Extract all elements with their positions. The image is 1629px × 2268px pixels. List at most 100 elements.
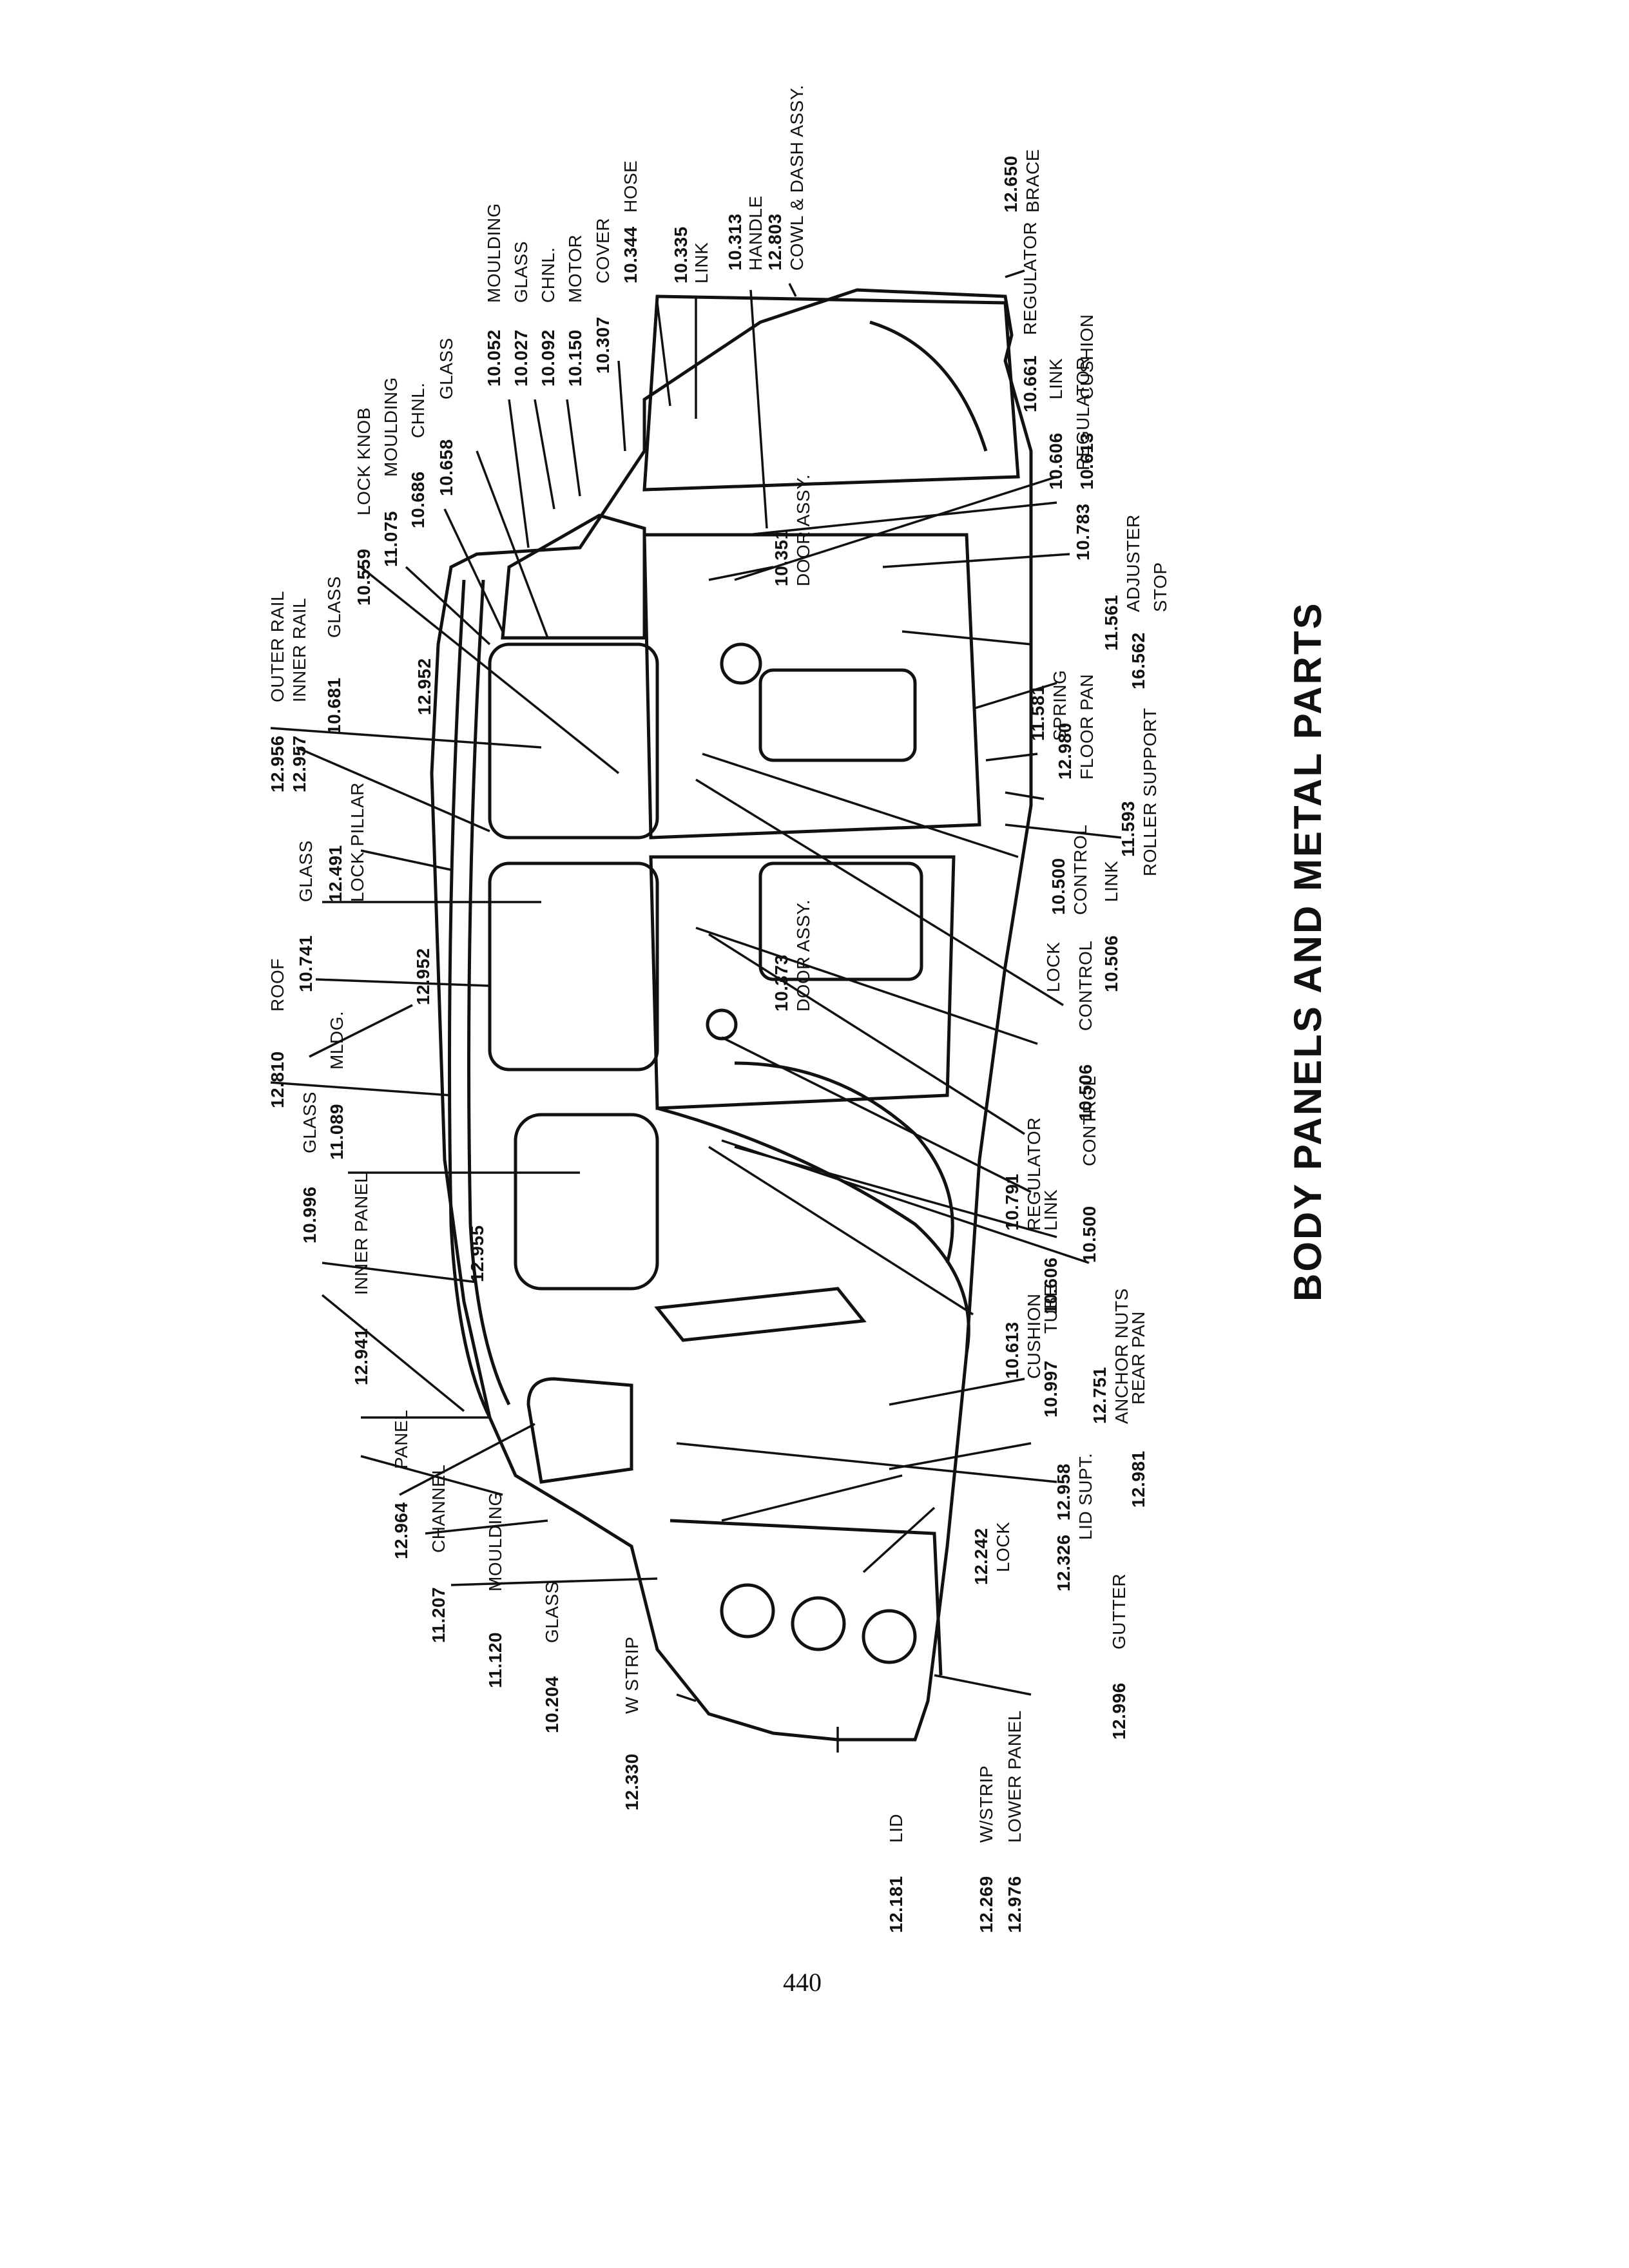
callout-number: 12.964 [391,1502,411,1559]
callout-number: 11.207 [429,1587,448,1643]
callout-number: 12.181 [886,1876,906,1933]
callout-number: 12.810 [267,1051,287,1108]
callout-name: LID [886,1814,906,1843]
callout-number: 12.330 [622,1753,642,1811]
callout-number: 10.559 [354,548,374,606]
callout-number: 12.491 [325,845,345,902]
callout-number: 12.242 [971,1528,991,1585]
callout-name: MOTOR [565,235,585,303]
callout-number: 10.351 [771,529,791,586]
callout-name: COVER [593,218,613,284]
callout-number: 12.952 [413,948,433,1005]
callout-name: REGULATOR [1024,1117,1044,1231]
callout-name: GUTTER [1109,1573,1129,1649]
callout-name: TUBE [1041,1284,1061,1334]
callout-number: 12.981 [1128,1450,1148,1508]
callout-name: REAR PAN [1128,1311,1148,1405]
callout-name: GLASS [300,1091,320,1153]
callout-labels: 12.650 BRACE 12.803 COWL & DASH ASSY. 10… [267,84,1170,1933]
callout-name: CONTROL [1075,941,1095,1031]
callout-name: PANEL [391,1410,411,1469]
callout-name: ADJUSTER [1123,514,1143,612]
callout-name: ROOF [267,958,287,1012]
callout-number: 10.027 [511,329,531,387]
callout-name: ANCHOR NUTS [1112,1288,1132,1424]
callout-name: LINK [1041,1189,1061,1231]
callout-number: 10.613 [1077,432,1097,490]
callout-number: 11.120 [485,1632,505,1688]
callout-number: 10.791 [1002,1173,1022,1231]
callout-number: 12.996 [1109,1682,1129,1740]
callout-name: LOCK [1043,942,1063,992]
callout-number: 12.650 [1001,155,1021,213]
callout-name: HOSE [621,160,641,213]
callout-number: 10.092 [538,329,558,387]
callout-number: 12.803 [765,213,785,271]
callout-name: MOULDING [381,377,401,477]
callout-number: 10.606 [1046,432,1066,490]
callout-number: 10.052 [484,329,504,387]
callout-name: LID SUPT. [1075,1453,1095,1540]
callout-number: 10.150 [565,329,585,387]
callout-name: DOOR ASSY. [793,474,813,586]
callout-number: 12.952 [414,658,434,715]
callout-number: 10.373 [771,954,791,1012]
callout-number: 10.997 [1041,1360,1061,1418]
leader-lines [270,269,1122,1753]
callout-number: 12.958 [1054,1463,1074,1521]
callout-number: 12.955 [467,1225,487,1282]
callout-number: 10.686 [408,471,428,528]
car-body-illustration [430,288,1033,1742]
callout-name: GLASS [511,241,531,303]
callout-name: LINK [1046,358,1066,399]
callout-number: 10.506 [1101,935,1121,992]
callout-number: 11.561 [1101,595,1121,651]
page-title: BODY PANELS AND METAL PARTS [1286,601,1329,1302]
callout-number: 16.562 [1128,632,1148,689]
callout-name: CHNL. [408,382,428,438]
callout-name: STOP [1150,562,1170,612]
callout-name: MLDG. [327,1011,347,1070]
callout-number: 10.661 [1020,355,1040,412]
callout-number: 10.741 [296,935,316,992]
callout-number: 10.996 [300,1186,320,1244]
callout-name: CHNL. [538,247,558,303]
callout-name: OUTER RAIL [267,591,287,702]
callout-number: 10.500 [1048,858,1068,915]
callout-number: 10.335 [671,226,691,284]
callout-number: 10.613 [1002,1321,1022,1379]
callout-name: MOULDING [485,1492,505,1591]
callout-name: REGULATOR [1073,357,1093,470]
callout-name: LOWER PANEL [1005,1710,1025,1843]
callout-name: MOULDING [484,203,504,303]
callout-number: 11.593 [1118,801,1138,857]
callout-name: GLASS [436,338,456,399]
callout-number: 10.606 [1041,1257,1061,1314]
callout-number: 10.658 [436,439,456,496]
callout-name: LINK [691,242,711,284]
callout-name: BRACE [1023,149,1043,213]
callout-number: 10.783 [1073,503,1093,561]
callout-number: 11.075 [381,511,401,567]
callout-number: 12.976 [1005,1876,1025,1933]
callout-number: 10.307 [593,316,613,374]
callout-name: GLASS [324,576,344,638]
callout-name: INNER RAIL [289,598,309,702]
callout-name: COWL & DASH ASSY. [787,84,807,271]
callout-name: INNER PANEL [351,1173,371,1295]
callout-name: SPRING [1050,670,1070,741]
callout-number: 10.313 [725,213,745,271]
callout-name: LOCK KNOB [354,407,374,515]
callout-name: CONTROL [1079,1076,1099,1166]
callout-number: 11.089 [327,1104,347,1160]
callout-name: ROLLER SUPPORT [1140,707,1160,876]
callout-name: DOOR ASSY. [793,899,813,1012]
callout-number: 12.326 [1054,1534,1074,1591]
callout-name: CONTROL [1070,825,1090,915]
callout-name: CHANNEL [429,1465,448,1553]
callout-name: REGULATOR [1020,222,1040,335]
page-number: 440 [783,1968,822,1997]
callout-name: FLOOR PAN [1077,674,1097,780]
callout-number: 10.204 [542,1676,562,1733]
